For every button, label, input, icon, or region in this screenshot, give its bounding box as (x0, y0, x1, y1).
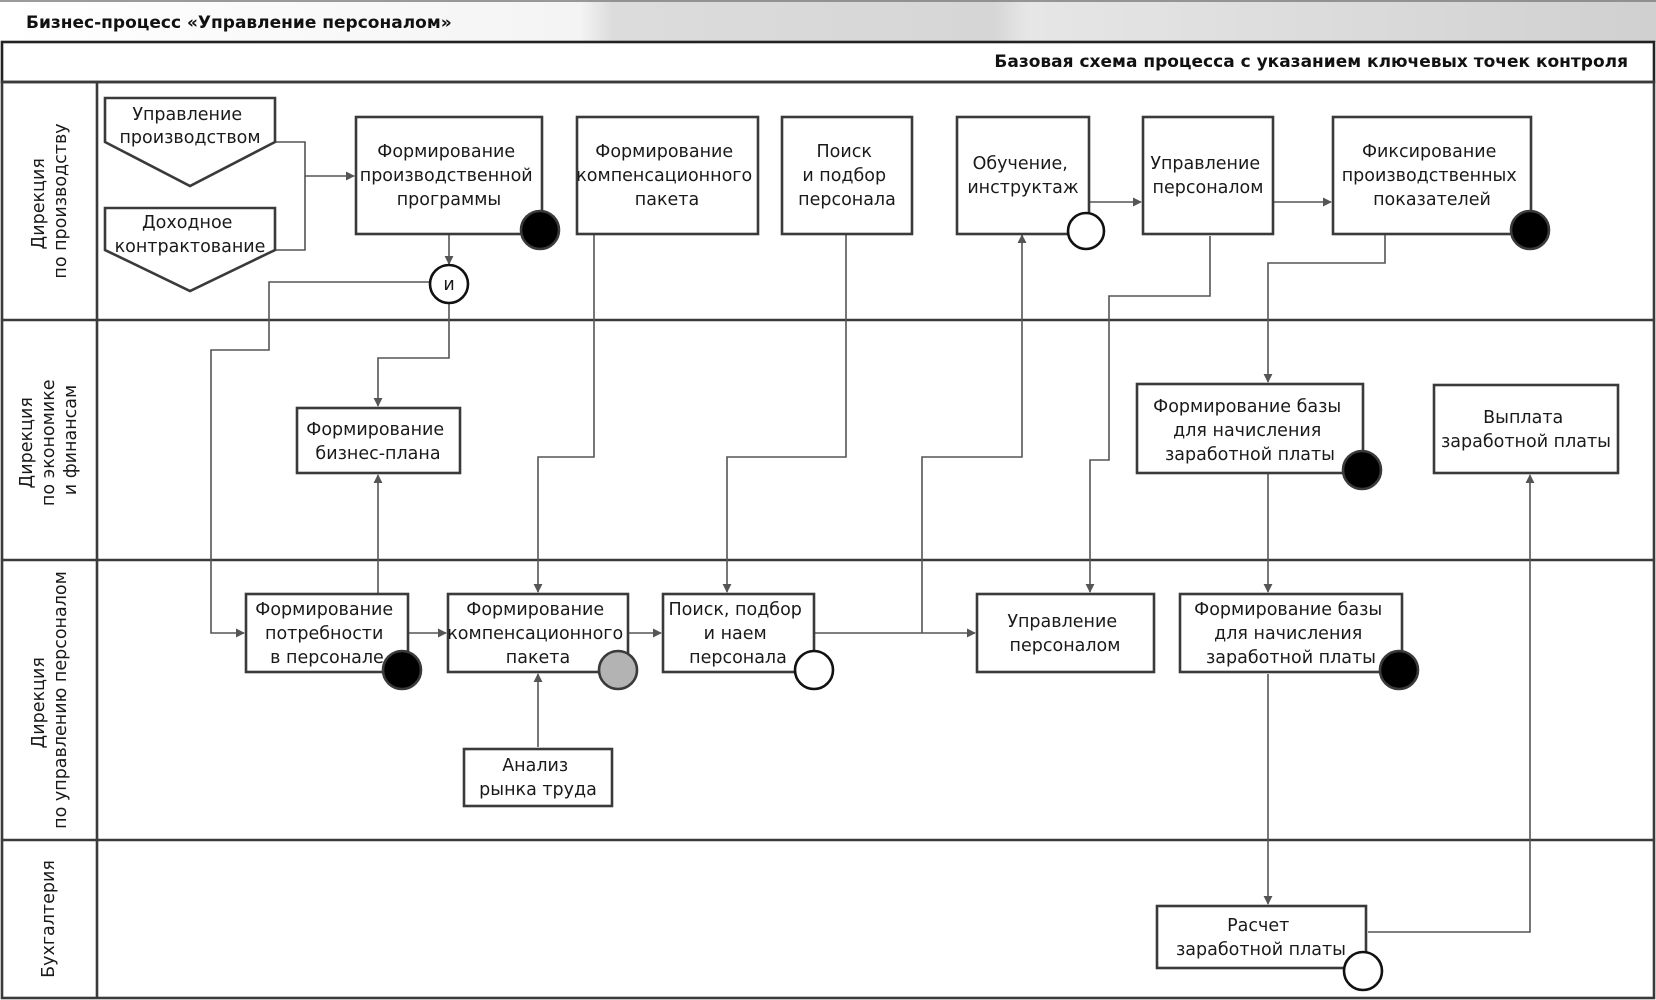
input-production-management: Управление производством (103, 96, 277, 188)
node-production-program: Формирование производственной программы (354, 115, 561, 251)
edge-hr-mgmt-top-to-hr-mgmt (1085, 236, 1211, 593)
svg-text:Фиксирование производс: Фиксирование производственных показателе… (1342, 142, 1523, 210)
gateway-label: и (443, 275, 454, 295)
svg-text:Поиск, подбор и наем: Поиск, подбор и наем персонала (669, 600, 808, 668)
node-comp-package-hr: Формирование компенсационного пакета (446, 592, 639, 691)
node-payroll-base-econ: Формирование базы для начисления заработ… (1135, 382, 1383, 491)
edge-hiring-to-training (921, 234, 1027, 633)
node-salary-payment: Выплата заработной платы (1432, 383, 1620, 475)
control-point-white (1066, 211, 1106, 251)
svg-text:Поиск и подбор: Поиск и подбор персонала (798, 142, 896, 210)
svg-text:Анализ рынка труда: Анализ рынка труда (479, 756, 597, 800)
svg-text:Формирование бизнес-пл: Формирование бизнес-плана (306, 420, 449, 464)
header-band (0, 0, 1656, 42)
node-search-top: Поиск и подбор персонала (780, 115, 914, 236)
diagram-subtitle: Базовая схема процесса с указанием ключе… (994, 52, 1628, 72)
svg-text:Формирование базы для: Формирование базы для начисления заработ… (1194, 600, 1388, 668)
edge-calc-to-payment (1368, 474, 1535, 933)
subtitle-band (0, 40, 1656, 84)
process-inputs: Управление производством Доходное контра… (103, 96, 277, 293)
node-training: Обучение, инструктаж (955, 115, 1106, 251)
edge-income-to-program (275, 176, 306, 251)
edge-search-top-to-hiring (722, 234, 847, 593)
node-hiring: Поиск, подбор и наем персонала (661, 592, 835, 691)
svg-text:Формирование производс: Формирование производственной программы (360, 142, 539, 210)
svg-text:Управление персоналом: Управление персоналом (1007, 612, 1122, 656)
node-labor-market: Анализ рынка труда (462, 747, 614, 808)
svg-text:Расчет заработной плат: Расчет заработной платы (1176, 916, 1346, 960)
input-income-contracting: Доходное контрактование (103, 206, 277, 293)
node-production-indicators: Фиксирование производственных показателе… (1331, 115, 1551, 251)
process-nodes: Формирование производственной программы … (244, 115, 1620, 992)
node-business-plan: Формирование бизнес-плана (295, 406, 462, 475)
lane-label-economics: Дирекция по экономике и финансам (17, 374, 81, 506)
svg-text:Формирование компенсац: Формирование компенсационного пакета (447, 600, 629, 668)
control-point-white (1342, 950, 1384, 992)
edge-prod-mgmt-to-program (275, 141, 355, 181)
swimlanes: Дирекция по производству Дирекция по эко… (0, 80, 1656, 1000)
gateway-and: и (428, 263, 470, 305)
edge-gateway-to-staff-needs (210, 281, 431, 638)
node-comp-package-top: Формирование компенсационного пакета (575, 115, 760, 236)
node-hr-management-top: Управление персоналом (1141, 115, 1275, 236)
lane-label-accounting: Бухгалтерия (39, 860, 59, 978)
control-point-black (381, 649, 423, 691)
svg-text:Формирование компенсац: Формирование компенсационного пакета (576, 142, 758, 210)
lane-label-hr: Дирекция по управлению персоналом (29, 571, 71, 829)
control-point-black (1378, 649, 1420, 691)
svg-text:Обучение, инструктаж: Обучение, инструктаж (967, 154, 1079, 198)
control-point-white (793, 649, 835, 691)
node-hr-management-hr: Управление персоналом (975, 592, 1156, 674)
control-point-black (1509, 209, 1551, 251)
svg-text:Доходное контрактовани: Доходное контрактование (115, 213, 266, 257)
connectors (210, 141, 1535, 933)
svg-text:Управление персоналом: Управление персоналом (1150, 154, 1265, 198)
edge-comp-top-to-comp-hr (533, 234, 595, 593)
edge-gateway-to-business-plan (373, 303, 450, 407)
svg-text:Формирование потребнос: Формирование потребности в персонале (255, 600, 398, 668)
svg-text:Управление производств: Управление производством (119, 105, 260, 148)
node-salary-calculation: Расчет заработной платы (1155, 904, 1384, 992)
node-payroll-base-hr: Формирование базы для начисления заработ… (1178, 592, 1420, 691)
control-point-black (519, 209, 561, 251)
node-staff-needs: Формирование потребности в персонале (244, 592, 423, 691)
svg-text:Формирование базы для: Формирование базы для начисления заработ… (1153, 397, 1347, 465)
lane-label-production: Дирекция по производству (29, 123, 71, 278)
diagram-title: Бизнес-процесс «Управление персоналом» (26, 13, 452, 33)
control-point-gray (597, 649, 639, 691)
edge-indicators-to-payroll-base (1263, 234, 1386, 383)
diagram-header: Бизнес-процесс «Управление персоналом» Б… (0, 0, 1656, 84)
control-point-black (1341, 449, 1383, 491)
svg-text:Выплата заработной пла: Выплата заработной платы (1441, 408, 1611, 452)
